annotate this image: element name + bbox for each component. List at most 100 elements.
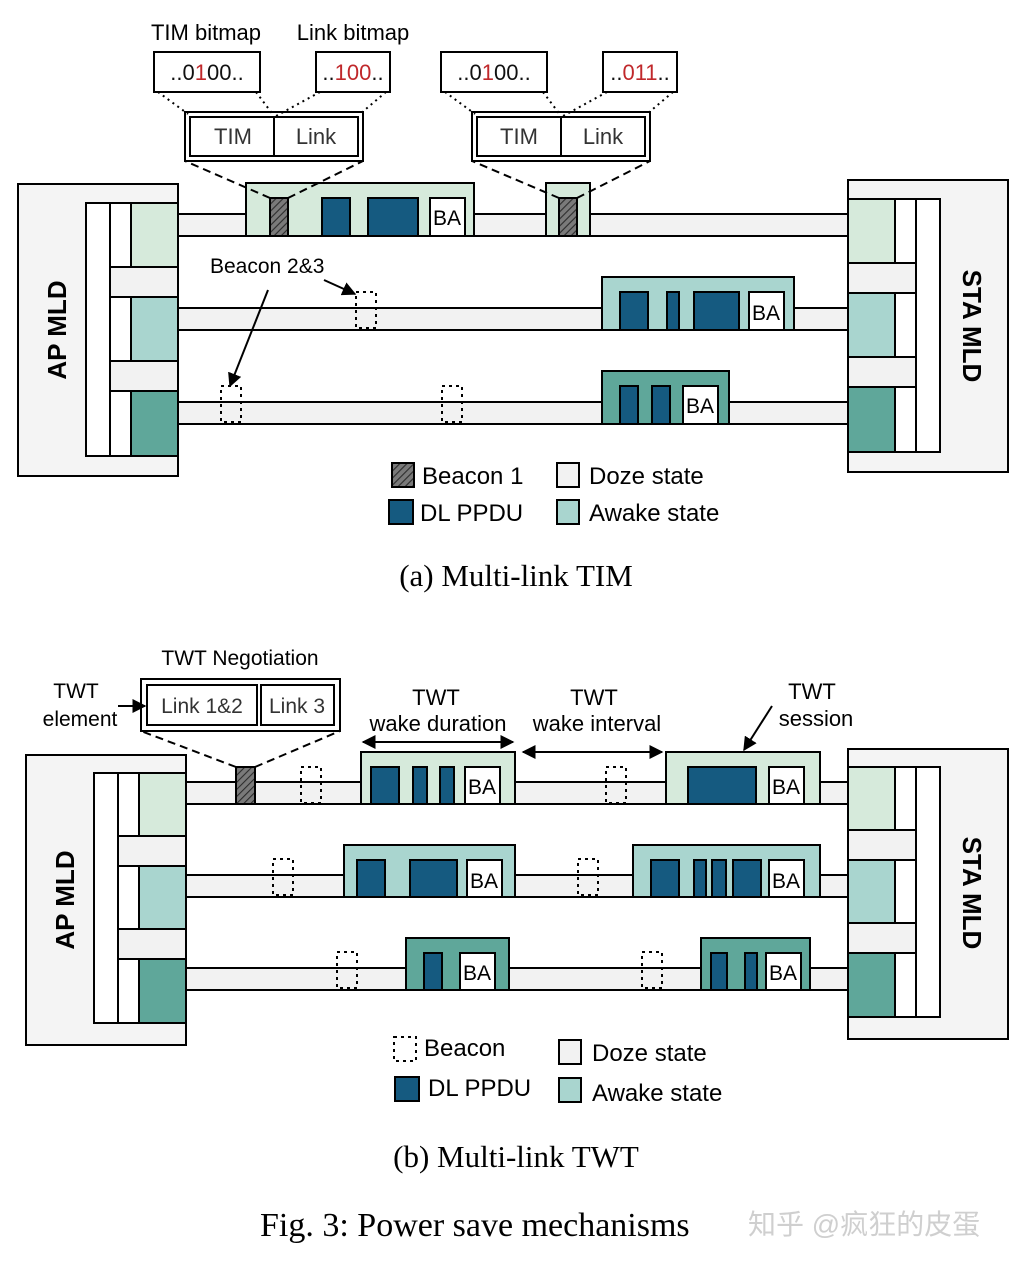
wake-duration-label: TWT — [412, 685, 460, 710]
ba-label: BA — [772, 776, 800, 799]
beacon23-label: Beacon 2&3 — [210, 255, 324, 278]
wake-duration-label: wake duration — [369, 711, 507, 736]
dl-ppdu — [412, 766, 428, 805]
beacon-dotted — [272, 858, 294, 896]
link-field: Link — [296, 124, 337, 149]
bitmap-box — [153, 51, 261, 93]
twt-session-label: TWT — [788, 679, 836, 704]
bitmap-box — [440, 51, 548, 93]
twt-element-box: Link 1&2 Link 3 — [140, 678, 341, 732]
beacon-dotted — [641, 951, 663, 989]
bitmap-value: ..0100.. — [457, 60, 530, 85]
dl-ppdu — [321, 197, 351, 237]
legend-beacon-swatch — [393, 1036, 417, 1062]
ba-block — [459, 952, 496, 991]
legend-bottom: Beacon Doze state DL PPDU Awake state — [393, 1035, 722, 1107]
bitmap-value: ..011.. — [610, 60, 670, 85]
legend-ppdu-swatch — [394, 1076, 420, 1102]
beacon-dotted — [577, 858, 599, 896]
ba-label: BA — [686, 395, 714, 418]
ap-mld-device: AP MLD — [17, 183, 179, 477]
link3-awake-session: BA — [601, 370, 730, 425]
sta-mld-label: STA MLD — [957, 270, 987, 383]
ba-block — [768, 766, 805, 805]
legend-awake-swatch — [558, 1077, 582, 1103]
legend-doze-swatch — [556, 462, 580, 488]
beacon-dotted — [336, 951, 358, 989]
bitmap-value: ..100.. — [322, 60, 383, 85]
wake-interval-label: TWT — [570, 685, 618, 710]
dl-ppdu — [370, 766, 400, 805]
dl-ppdu — [650, 859, 680, 898]
dl-ppdu — [619, 385, 639, 425]
beacon23-arrow — [228, 289, 269, 388]
twt-session-arrow — [743, 705, 773, 752]
ba-block — [765, 952, 802, 991]
ba-label: BA — [468, 776, 496, 799]
dl-ppdu — [367, 197, 419, 237]
dl-ppdu — [666, 291, 680, 331]
legend-beacon: Beacon — [424, 1035, 505, 1062]
dl-ppdu — [619, 291, 649, 331]
sta-mld-device: STA MLD — [847, 179, 1009, 473]
legend-ppdu-swatch — [388, 499, 414, 525]
legend-beacon: Beacon 1 — [422, 463, 523, 490]
link2-twt-session-2: BA — [632, 844, 821, 898]
link12-field: Link 1&2 — [161, 695, 243, 718]
figure-caption: Fig. 3: Power save mechanisms — [260, 1207, 690, 1244]
beacon1-mark — [558, 197, 578, 237]
twt-element-label: TWT — [53, 680, 99, 703]
ap-mld-label: AP MLD — [50, 850, 80, 949]
legend-ppdu: DL PPDU — [420, 500, 523, 527]
ba-block — [464, 766, 501, 805]
dl-ppdu — [439, 766, 455, 805]
link1-awake-session: BA — [245, 182, 475, 237]
dl-ppdu — [687, 766, 757, 805]
beacon23-arrow — [323, 279, 357, 296]
beacon1-mark — [269, 197, 289, 237]
ba-label: BA — [769, 962, 797, 985]
ap-mld-label: AP MLD — [42, 280, 72, 379]
dl-ppdu — [651, 385, 671, 425]
legend-doze: Doze state — [589, 463, 704, 490]
bitmap-box — [602, 51, 678, 93]
ba-label: BA — [752, 302, 780, 325]
legend-awake: Awake state — [592, 1080, 722, 1107]
caption-b: (b) Multi-link TWT — [393, 1139, 639, 1174]
twt-session-label: session — [779, 706, 854, 731]
legend-doze: Doze state — [592, 1040, 707, 1067]
caption-a: (a) Multi-link TIM — [399, 558, 633, 593]
wake-interval-label: wake interval — [532, 711, 661, 736]
link1-twt-session-1: BA — [360, 751, 516, 805]
twt-element-label: element — [43, 708, 118, 731]
tim-link-element-1: TIM Link — [184, 111, 364, 162]
dl-ppdu — [409, 859, 458, 898]
sta-mld-device: STA MLD — [847, 748, 1009, 1040]
dl-ppdu — [423, 952, 443, 991]
dl-ppdu — [732, 859, 762, 898]
bitmap-box — [315, 51, 391, 93]
ba-block — [768, 859, 805, 898]
link3-field: Link 3 — [269, 695, 325, 718]
tim-field: TIM — [500, 124, 538, 149]
twt-negotiation-label: TWT Negotiation — [161, 647, 318, 670]
dl-ppdu — [356, 859, 386, 898]
diagram-multilink-twt: AP MLD STA MLD BA — [25, 647, 1009, 1174]
link1-twt-session-2: BA — [665, 751, 821, 805]
ba-block — [466, 859, 503, 898]
twt-negotiation-frame — [235, 766, 256, 805]
watermark: 知乎 @疯狂的皮蛋 — [748, 1209, 980, 1240]
link2-twt-session-1: BA — [343, 844, 516, 898]
legend-top: Beacon 1 Doze state DL PPDU Awake state — [388, 462, 719, 527]
legend-awake: Awake state — [589, 500, 719, 527]
tim-bitmap-label: TIM bitmap — [151, 20, 261, 45]
bitmap-value: ..0100.. — [170, 60, 243, 85]
legend-ppdu: DL PPDU — [428, 1075, 531, 1102]
beacon-dotted — [355, 291, 377, 329]
ba-label: BA — [463, 962, 491, 985]
ba-label: BA — [772, 870, 800, 893]
ba-block — [748, 291, 785, 331]
dl-ppdu — [693, 291, 740, 331]
link3-twt-session-2: BA — [700, 937, 811, 991]
